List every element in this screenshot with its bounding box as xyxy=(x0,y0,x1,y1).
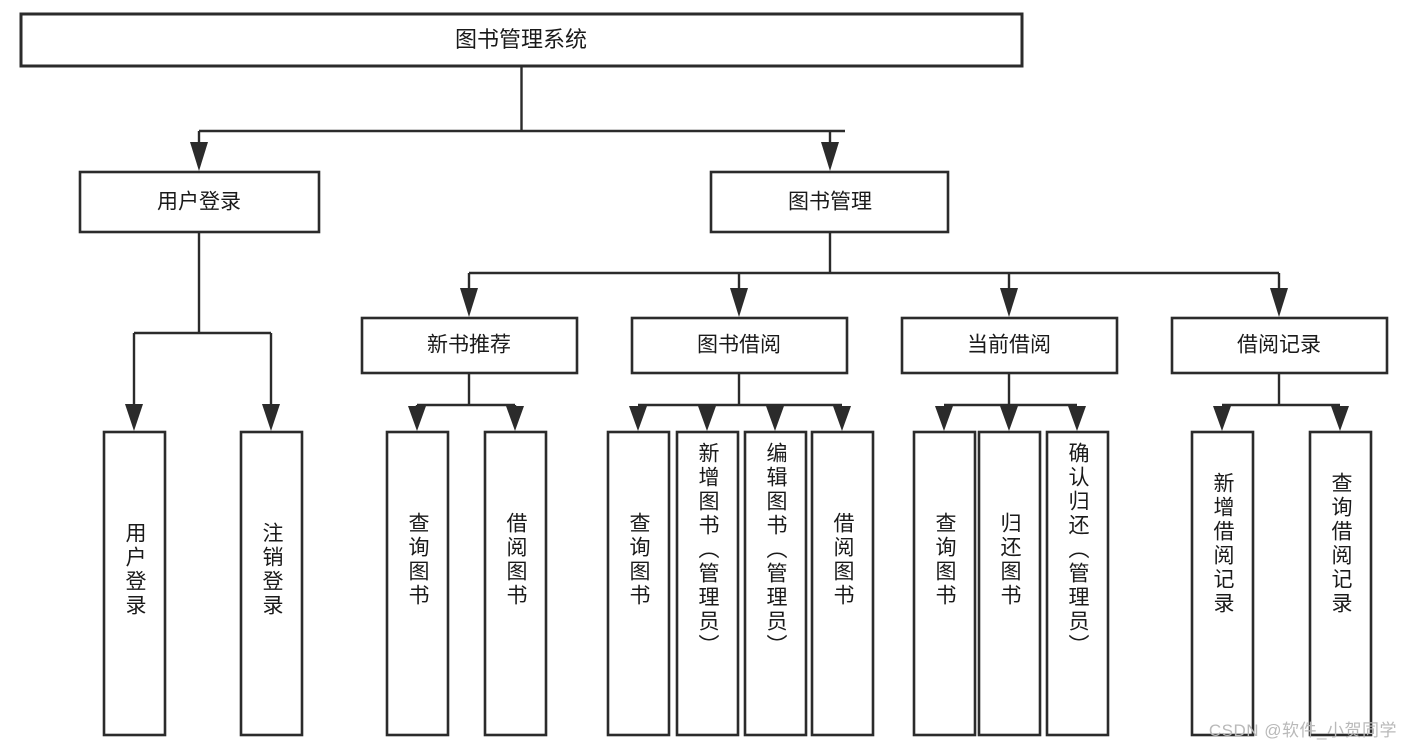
leaf-box-query-book-2[interactable] xyxy=(606,430,671,737)
arrowhead-leaf-6 xyxy=(698,406,716,431)
node-book-borrow-label: 图书借阅 xyxy=(697,334,781,357)
node-book-management-box[interactable] xyxy=(709,170,950,234)
leaf-box-add-book-admin[interactable] xyxy=(675,430,740,737)
leaf-box-query-borrow-record[interactable] xyxy=(1308,430,1373,737)
leaf-box-query-book-1[interactable] xyxy=(385,430,450,737)
node-book-borrow[interactable]: 图书借阅 xyxy=(630,316,849,375)
connector-group-bookmanage-to-level3 xyxy=(460,232,1288,317)
node-current-borrow[interactable]: 当前借阅 xyxy=(900,316,1119,375)
node-current-borrow-box[interactable] xyxy=(900,316,1119,375)
leaf-box-confirm-return-admin[interactable] xyxy=(1045,430,1110,737)
arrowhead-to-book-manage xyxy=(821,142,839,171)
leaf-box-logout[interactable] xyxy=(239,430,304,737)
node-root-label: 图书管理系统 xyxy=(455,27,587,52)
arrowhead-to-user-login xyxy=(190,142,208,171)
arrowhead-leaf-9 xyxy=(935,406,953,431)
node-new-book-recommend-box[interactable] xyxy=(360,316,579,375)
leaf-box-query-book-3[interactable] xyxy=(912,430,977,737)
leaf-box-borrow-book-1[interactable] xyxy=(483,430,548,737)
leaf-box-return-book[interactable] xyxy=(977,430,1042,737)
arrowhead-leaf-13 xyxy=(1331,406,1349,431)
arrowhead-leaf-7 xyxy=(766,406,784,431)
connector-group-borrowrecord-to-leaves xyxy=(1213,373,1349,431)
node-new-book-recommend-label: 新书推荐 xyxy=(427,334,511,357)
connector-group-borrow-to-leaves xyxy=(629,373,851,431)
connector-group-root-to-level2 xyxy=(190,66,845,171)
arrowhead-leaf-10 xyxy=(1000,406,1018,431)
leaf-box-user-login[interactable] xyxy=(102,430,167,737)
node-borrow-record-box[interactable] xyxy=(1170,316,1389,375)
arrowhead-leaf-5 xyxy=(629,406,647,431)
node-user-login-label: 用户登录 xyxy=(157,191,241,214)
leaf-box-borrow-book-2[interactable] xyxy=(810,430,875,737)
leaf-box-add-borrow-record[interactable] xyxy=(1190,430,1255,737)
arrowhead-leaf-12 xyxy=(1213,406,1231,431)
arrowhead-to-new-books xyxy=(460,288,478,317)
arrowhead-leaf-2 xyxy=(262,404,280,431)
node-user-login[interactable]: 用户登录 xyxy=(78,170,321,234)
node-root-box[interactable] xyxy=(19,12,1024,68)
arrowhead-leaf-11 xyxy=(1068,406,1086,431)
arrowhead-leaf-8 xyxy=(833,406,851,431)
arrowhead-leaf-1 xyxy=(125,404,143,431)
arrowhead-leaf-4 xyxy=(506,406,524,431)
node-user-login-box[interactable] xyxy=(78,170,321,234)
connector-group-userlogin-to-leaves xyxy=(125,232,280,431)
node-book-borrow-box[interactable] xyxy=(630,316,849,375)
node-book-management[interactable]: 图书管理 xyxy=(709,170,950,234)
arrowhead-leaf-3 xyxy=(408,406,426,431)
node-current-borrow-label: 当前借阅 xyxy=(967,334,1051,357)
leaf-box-edit-book-admin[interactable] xyxy=(743,430,808,737)
csdn-watermark: CSDN @软件_小贺同学 xyxy=(1208,721,1397,740)
arrowhead-to-current-borrow xyxy=(1000,288,1018,317)
node-book-management-label: 图书管理 xyxy=(788,191,872,214)
node-borrow-record[interactable]: 借阅记录 xyxy=(1170,316,1389,375)
connector-group-currentborrow-to-leaves xyxy=(935,373,1086,431)
arrowhead-to-borrow-record xyxy=(1270,288,1288,317)
arrowhead-to-borrow xyxy=(730,288,748,317)
node-root[interactable]: 图书管理系统 xyxy=(19,12,1024,68)
node-borrow-record-label: 借阅记录 xyxy=(1237,334,1321,357)
connector-group-newbooks-to-leaves xyxy=(408,373,524,431)
node-new-book-recommend[interactable]: 新书推荐 xyxy=(360,316,579,375)
leaf-boxes xyxy=(102,430,1373,737)
